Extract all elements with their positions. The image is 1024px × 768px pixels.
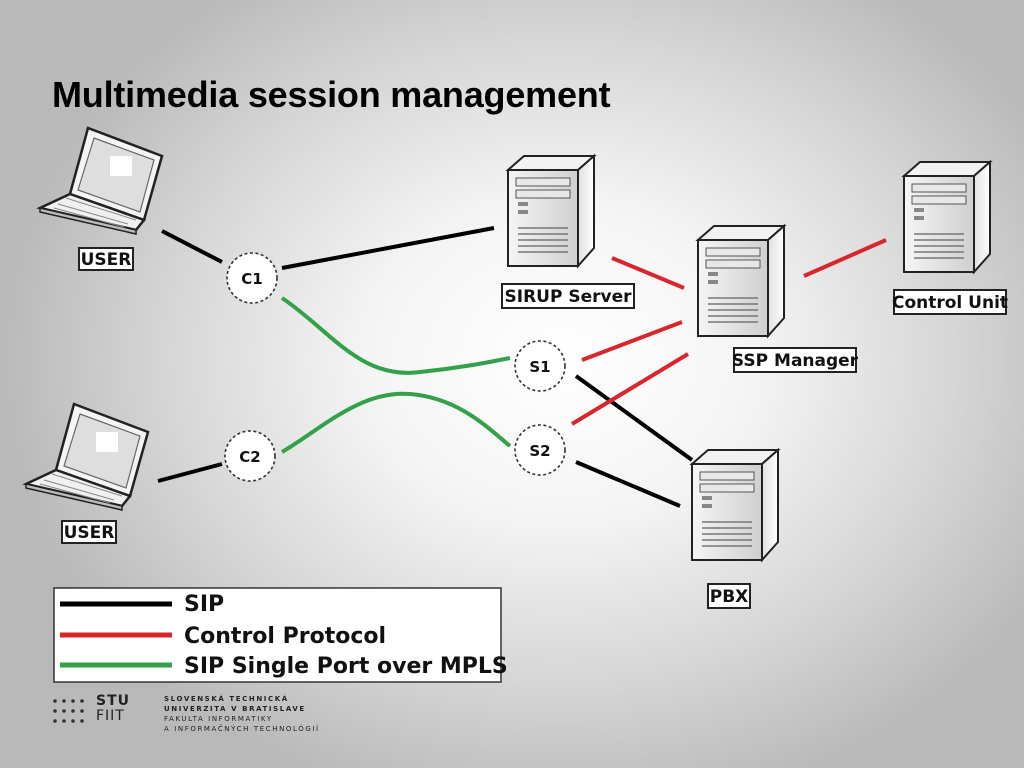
legend-label-control: Control Protocol: [184, 624, 386, 649]
link-c1-sirup: [281, 226, 495, 270]
pbx-server-icon: [691, 449, 779, 561]
svg-text:C1: C1: [241, 270, 262, 288]
legend-label-sip: SIP: [184, 592, 224, 617]
user-label-1: USER: [78, 247, 134, 271]
ssp-manager-server-icon: [697, 225, 785, 337]
node-s1: S1: [514, 340, 566, 392]
svg-text:S1: S1: [529, 358, 550, 376]
svg-text:Control Unit: Control Unit: [892, 293, 1008, 313]
logo-bottom: FIIT: [96, 708, 125, 724]
svg-text:PBX: PBX: [710, 587, 749, 607]
svg-text:C2: C2: [239, 448, 260, 466]
user-label-text: USER: [64, 523, 115, 543]
legend-label-mpls: SIP Single Port over MPLS: [184, 654, 508, 679]
node-s2: S2: [514, 424, 566, 476]
link-user1-c1: [161, 229, 223, 264]
link-s2-pbx: [575, 460, 681, 508]
svg-text:SIRUP Server: SIRUP Server: [505, 287, 633, 307]
link-c2-s2: [280, 391, 512, 454]
control-unit-label: Control Unit: [892, 289, 1008, 315]
svg-text:S2: S2: [529, 442, 550, 460]
svg-text:SSP Manager: SSP Manager: [732, 351, 859, 371]
slide-title: Multimedia session management: [52, 74, 611, 115]
link-user2-c2: [157, 462, 223, 483]
university-line-1: SLOVENSKÁ TECHNICKÁ: [164, 695, 289, 703]
university-name: SLOVENSKÁ TECHNICKÁ UNIVERZITA V BRATISL…: [164, 694, 320, 734]
user-label-text: USER: [81, 250, 132, 270]
control-unit-server-icon: [903, 161, 991, 273]
user-label-2: USER: [61, 520, 117, 544]
sirup-server-icon: [507, 155, 595, 267]
stu-dots-logo-icon: [53, 699, 84, 723]
laptop-icon: [38, 126, 164, 236]
faculty-line-2: A INFORMAČNÝCH TECHNOLÓGIÍ: [164, 725, 320, 733]
link-ssp-control: [803, 238, 887, 278]
legend: SIP Control Protocol SIP Single Port ove…: [53, 587, 508, 683]
link-c1-s1: [280, 296, 511, 375]
link-sirup-ssp: [611, 256, 685, 290]
link-s1-ssp: [581, 320, 683, 362]
university-line-2: UNIVERZITA V BRATISLAVE: [164, 705, 306, 713]
stu-fiit-logo: STU FIIT: [96, 694, 130, 724]
link-s1-pbx: [574, 374, 694, 462]
faculty-line-1: FAKULTA INFORMATIKY: [164, 715, 273, 723]
footer: STU FIIT SLOVENSKÁ TECHNICKÁ UNIVERZITA …: [52, 694, 352, 738]
sirup-server-label: SIRUP Server: [501, 283, 635, 309]
logo-top: STU: [96, 693, 131, 709]
link-s2-ssp: [570, 352, 690, 426]
laptop-icon: [24, 402, 150, 512]
node-c1: C1: [226, 252, 278, 304]
ssp-manager-label: SSP Manager: [732, 347, 859, 373]
pbx-label: PBX: [707, 583, 751, 609]
node-c2: C2: [224, 430, 276, 482]
